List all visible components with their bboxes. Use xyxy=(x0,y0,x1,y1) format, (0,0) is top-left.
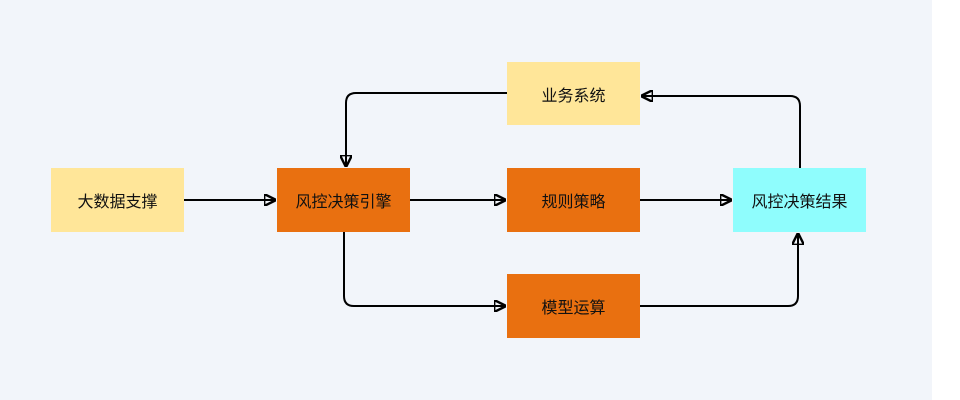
node-label: 大数据支撑 xyxy=(77,192,158,211)
node-label: 风控决策引擎 xyxy=(295,192,392,211)
node-model-computation: 模型运算 xyxy=(507,274,640,338)
diagram-canvas: 大数据支撑 风控决策引擎 规则策略 业务系统 模型运算 风控决策结果 xyxy=(0,0,932,400)
node-label: 风控决策结果 xyxy=(751,192,848,211)
node-business-system: 业务系统 xyxy=(507,62,640,125)
edge-result-to-business xyxy=(642,96,801,168)
node-risk-decision-engine: 风控决策引擎 xyxy=(277,168,410,232)
node-risk-decision-result: 风控决策结果 xyxy=(733,168,866,232)
node-label: 业务系统 xyxy=(541,85,606,105)
node-label: 模型运算 xyxy=(541,298,606,317)
node-big-data-support: 大数据支撑 xyxy=(51,168,184,232)
edge-model-to-result xyxy=(640,234,798,307)
node-label: 规则策略 xyxy=(541,192,606,211)
edge-business-to-engine xyxy=(346,92,507,166)
node-rule-strategy: 规则策略 xyxy=(507,168,640,232)
edge-engine-to-model xyxy=(343,232,505,306)
